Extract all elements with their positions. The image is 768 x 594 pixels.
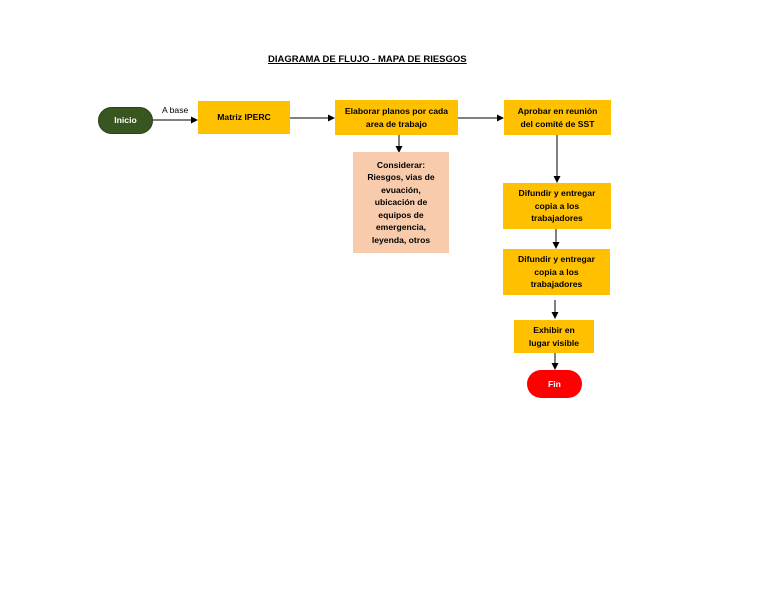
exhibir-line-1: Exhibir en — [533, 325, 575, 335]
aprobar-node: Aprobar en reunión del comité de SST — [504, 100, 611, 135]
difundir1-line-3: trabajadores — [531, 213, 583, 224]
considerar-line-6: emergencia, — [375, 222, 427, 233]
difundir1-line-1: Difundir y entregar — [518, 188, 596, 199]
exhibir-node: Exhibir en lugar visible — [514, 320, 594, 353]
end-node: Fin — [527, 370, 582, 398]
start-label: Inicio — [114, 115, 137, 126]
matriz-label: Matriz IPERC — [217, 112, 271, 123]
elaborar-planos-node: Elaborar planos por cada area de trabajo — [335, 100, 458, 135]
elaborar-line-1: Elaborar planos por cada — [344, 106, 449, 116]
aprobar-line-2: del comité de SST — [520, 118, 595, 129]
considerar-line-2: Riesgos, vias de — [367, 172, 435, 183]
exhibir-line-2: lugar visible — [528, 337, 580, 348]
start-node: Inicio — [98, 107, 153, 134]
difundir-node-2: Difundir y entregar copia a los trabajad… — [503, 249, 610, 295]
considerar-line-5: equipos de — [378, 209, 424, 220]
edge-label-a-base: A base — [162, 105, 189, 115]
considerar-line-1: Considerar: — [376, 159, 426, 170]
difundir2-line-3: trabajadores — [530, 279, 583, 290]
diagram-title: DIAGRAMA DE FLUJO - MAPA DE RIESGOS — [268, 54, 467, 65]
difundir-node-1: Difundir y entregar copia a los trabajad… — [503, 183, 611, 229]
difundir1-line-2: copia a los — [534, 200, 580, 211]
considerar-line-7: leyenda, otros — [371, 234, 431, 245]
matriz-iperc-node: Matriz IPERC — [198, 101, 290, 134]
considerar-line-4: ubicación de — [374, 197, 428, 208]
elaborar-line-2: area de trabajo — [365, 118, 428, 129]
end-label: Fin — [548, 378, 561, 389]
considerar-line-3: evuación, — [381, 184, 421, 195]
difundir2-line-1: Difundir y entregar — [518, 254, 595, 265]
difundir2-line-2: copia a los — [534, 266, 579, 277]
aprobar-line-1: Aprobar en reunión — [517, 106, 598, 116]
considerar-note: Considerar: Riesgos, vias de evuación, u… — [353, 152, 449, 253]
